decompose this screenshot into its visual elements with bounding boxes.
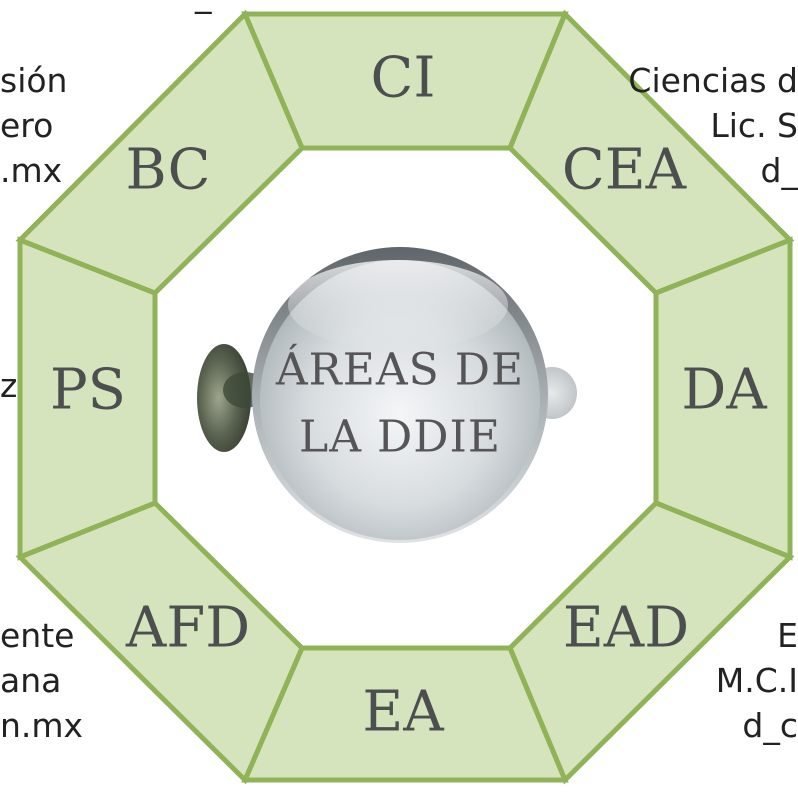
top-left-text-line: .mx xyxy=(0,151,63,190)
bottom-right-text-block: E M.C.I d_c xyxy=(716,613,798,748)
top-left-text-block: sión ero .mx xyxy=(0,58,67,193)
segment-label-ci: CI xyxy=(371,46,436,111)
segment-label-afd: AFD xyxy=(125,596,250,661)
top-center-text-fragment: _ xyxy=(195,0,212,17)
segment-label-cea: CEA xyxy=(562,138,687,203)
top-right-text-line: Ciencias d xyxy=(628,61,798,100)
segment-label-da: DA xyxy=(681,358,767,423)
segment-top-left[interactable] xyxy=(15,9,305,296)
left-leaf-shape xyxy=(197,344,251,452)
bottom-left-text-line: ana xyxy=(0,661,62,700)
center-title-line2: LA DDIE xyxy=(299,412,501,463)
top-right-text-line: Lic. S xyxy=(710,106,798,145)
center-sphere-highlight xyxy=(288,260,508,350)
top-right-text-line: d_ xyxy=(760,151,798,190)
top-left-text-line: ero xyxy=(0,106,54,145)
top-left-text-line: sión xyxy=(0,61,68,100)
top-right-text-block: Ciencias d Lic. S d_ xyxy=(628,58,798,193)
bottom-right-text-line: d_c xyxy=(742,706,798,745)
segment-label-ea: EA xyxy=(362,680,444,745)
bottom-right-text-line: E xyxy=(777,616,798,655)
segment-label-ps: PS xyxy=(50,358,126,423)
bottom-left-text-line: ente xyxy=(0,616,75,655)
segment-label-bc: BC xyxy=(125,138,210,203)
center-emblem: ÁREAS DE LA DDIE xyxy=(197,247,577,543)
bottom-left-text-line: n.mx xyxy=(0,706,84,745)
center-title-line1: ÁREAS DE xyxy=(275,343,524,396)
left-text-line: z xyxy=(0,366,18,405)
bottom-left-text-block: ente ana n.mx xyxy=(0,613,83,748)
bottom-right-text-line: M.C.I xyxy=(715,661,798,700)
segment-label-ead: EAD xyxy=(563,596,689,661)
left-text-block: z xyxy=(0,363,17,408)
